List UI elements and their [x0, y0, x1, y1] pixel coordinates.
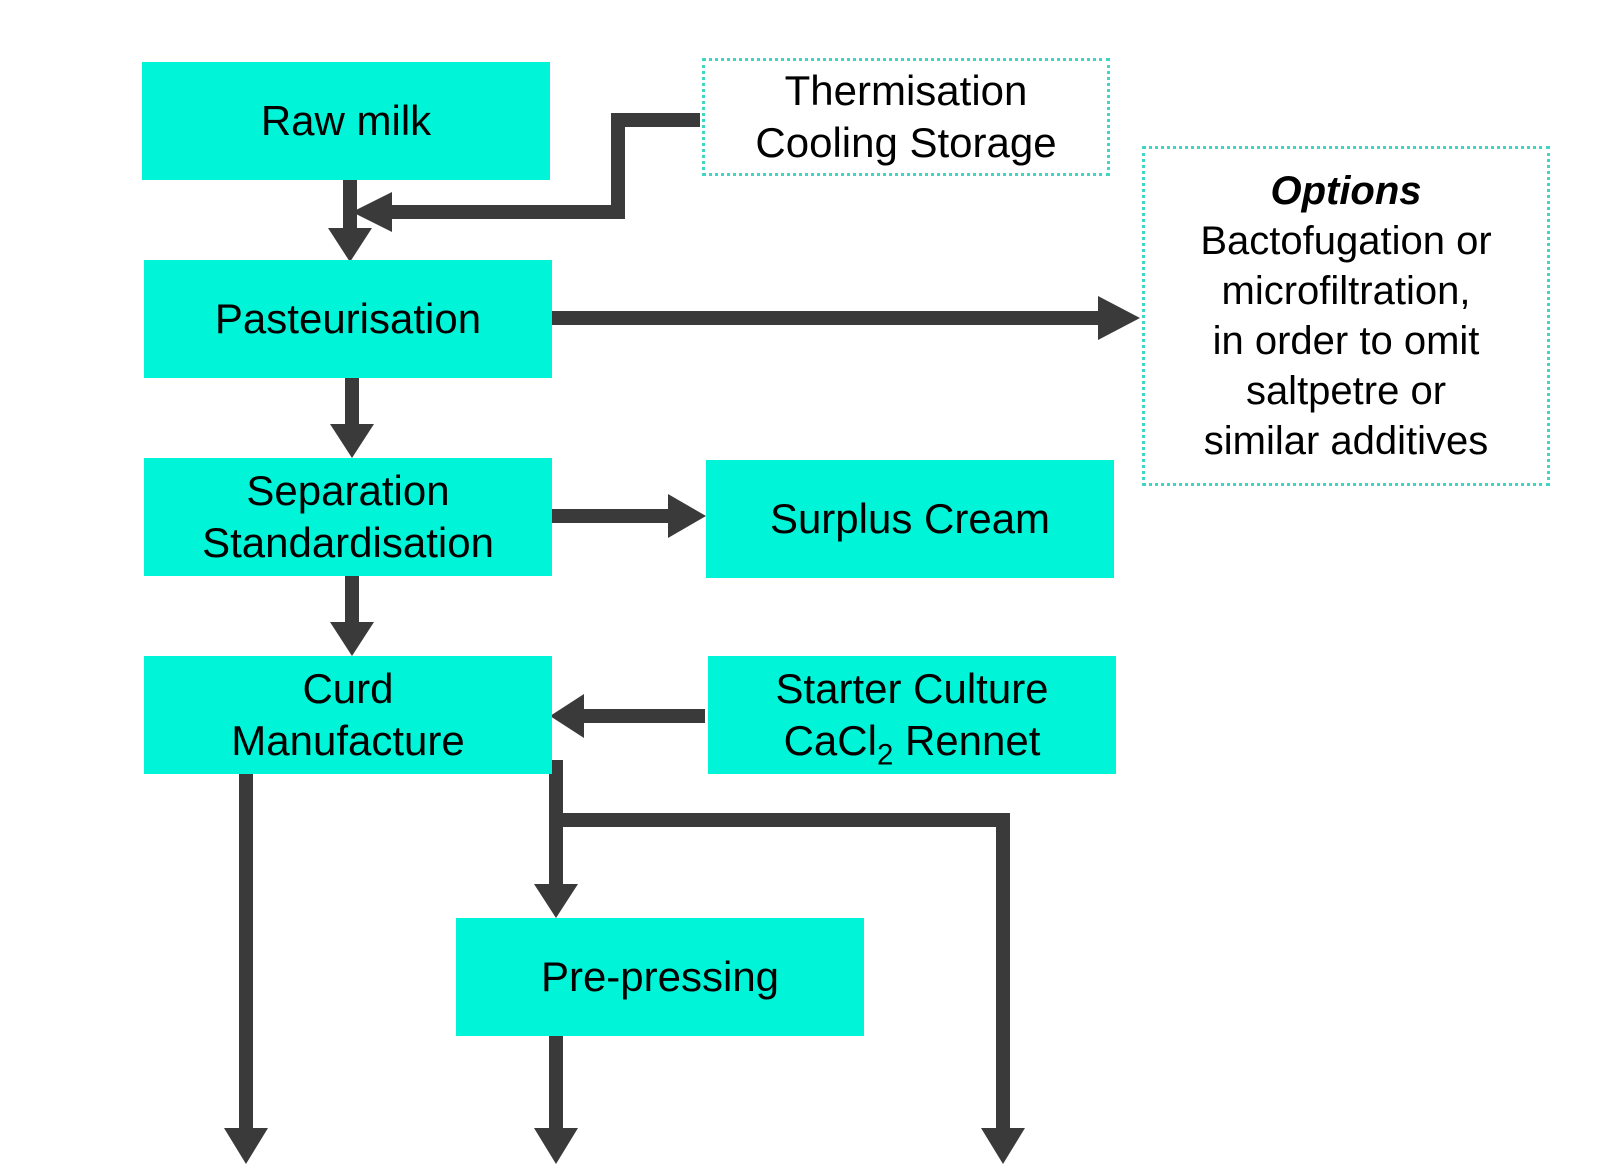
cacl-subscript: 2	[876, 738, 894, 772]
surplus-cream-box: Surplus Cream	[706, 460, 1114, 578]
raw-milk-box: Raw milk	[142, 62, 550, 180]
separation-label-line2: Standardisation	[202, 519, 494, 566]
separation-box: Separation Standardisation	[144, 458, 552, 576]
arrowhead-output-middle	[534, 1128, 578, 1164]
starter-culture-line2: CaCl2 Rennet	[783, 715, 1041, 772]
pre-pressing-label: Pre-pressing	[540, 952, 780, 1000]
pre-pressing-box: Pre-pressing	[456, 918, 864, 1036]
arrowhead-options	[1098, 296, 1140, 340]
options-box: Options Bactofugation or microfiltration…	[1142, 146, 1550, 486]
thermisation-label-line2: Cooling Storage	[755, 119, 1057, 166]
pasteurisation-label: Pasteurisation	[214, 294, 482, 342]
arrowhead-surplus-cream	[668, 494, 706, 538]
options-line-2: microfiltration,	[1221, 269, 1471, 313]
raw-milk-label: Raw milk	[260, 96, 432, 144]
curd-manufacture-box: Curd Manufacture	[144, 656, 552, 774]
connector-curd-right-branch	[556, 813, 1010, 1128]
arrowhead-prepressing	[534, 884, 578, 918]
arrowhead-starter-culture	[550, 694, 584, 738]
separation-label-line1: Separation	[246, 466, 450, 514]
rennet-text: Rennet	[893, 717, 1041, 764]
options-line-5: similar additives	[1203, 419, 1489, 463]
curd-label-line2: Manufacture	[231, 717, 465, 764]
starter-culture-box: Starter Culture CaCl2 Rennet	[708, 656, 1116, 774]
options-title: Options	[1270, 169, 1422, 213]
arrowhead-output-left	[224, 1128, 268, 1164]
options-line-1: Bactofugation or	[1200, 219, 1492, 263]
surplus-cream-label: Surplus Cream	[769, 494, 1051, 542]
thermisation-box: Thermisation Cooling Storage	[702, 58, 1110, 176]
options-line-4: saltpetre or	[1245, 369, 1447, 413]
cacl-text: CaCl	[783, 717, 877, 764]
curd-label-line1: Curd	[302, 664, 394, 712]
thermisation-label-line1: Thermisation	[784, 66, 1028, 114]
arrowhead-separation	[330, 424, 374, 458]
arrowhead-output-right	[981, 1128, 1025, 1164]
arrowhead-curd	[330, 622, 374, 656]
starter-culture-line1: Starter Culture	[775, 664, 1049, 712]
pasteurisation-box: Pasteurisation	[144, 260, 552, 378]
arrowhead-thermisation	[352, 192, 392, 232]
arrowhead-pasteurisation	[328, 228, 372, 262]
options-line-3: in order to omit	[1212, 319, 1480, 363]
connector-thermisation	[390, 113, 700, 219]
